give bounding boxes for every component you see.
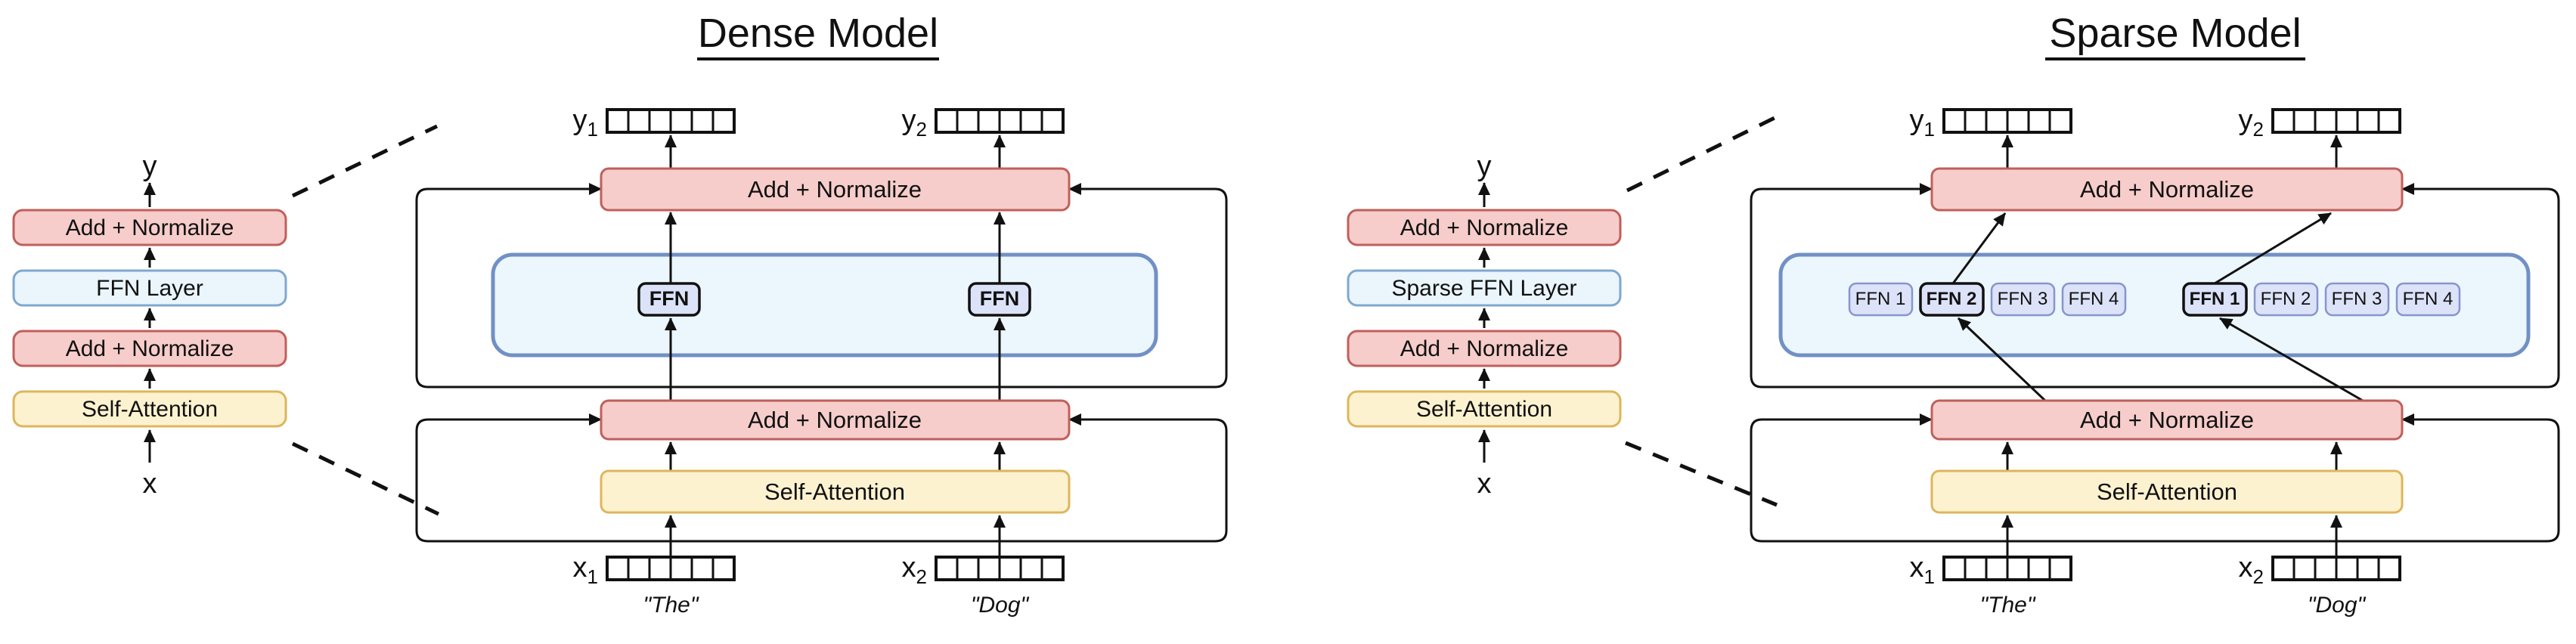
x2-label: x2 [902, 552, 927, 588]
sparse-expert-group-1: FFN 1 FFN 2 FFN 3 FFN 4 [1848, 282, 2127, 317]
expert-chip-ffn4-label: FFN 4 [2069, 289, 2119, 309]
dense-input-token-1: x1 "The" [573, 552, 736, 618]
sparse-add-normalize-top-bar [1930, 167, 2404, 212]
expert-chip-ffn1-label: FFN 1 [1855, 289, 1906, 309]
sparse-expert-group-2: FFN 1 FFN 2 FFN 3 FFN 4 [2182, 282, 2461, 317]
dense-stack-self-attention [12, 390, 287, 428]
sparse-stack-add-normalize-top [1347, 209, 1622, 246]
dense-output-token-2: y2 [902, 104, 1065, 141]
arrow-addnorm-to-expert2 [1957, 317, 2047, 402]
dense-stack-add-normalize-bottom [12, 330, 287, 367]
sparse-zoom-dashes [1625, 116, 1778, 507]
sparse-stack-self-attention [1347, 390, 1622, 428]
expert-chip-ffn2-label: FFN 2 [2261, 289, 2311, 309]
dense-add-normalize-bottom-label: Add + Normalize [748, 407, 922, 433]
sparse-stack-sparse-ffn-layer-label: Sparse FFN Layer [1391, 276, 1576, 301]
dense-self-attention-bar [600, 469, 1071, 514]
dense-ffn-chip-2-label: FFN [980, 287, 1019, 310]
expert-chip-ffn3-label: FFN 3 [1998, 289, 2048, 309]
dense-stack-add-normalize-bottom-label: Add + Normalize [66, 336, 234, 361]
x1-label: x1 [1910, 552, 1935, 588]
sparse-panel: Sparse Model FFN 1 FFN 2 FFN 3 FFN 4 [1750, 11, 2560, 618]
sparse-stack-output-label: y [1477, 150, 1492, 182]
dense-stack-input-label: x [143, 468, 157, 500]
y1-label: y1 [573, 104, 598, 141]
arrow-addnorm-to-expert1b [2219, 317, 2364, 402]
dense-ffn-chip-2 [968, 282, 1031, 317]
sparse-input-token-2: x2 "Dog" [2239, 552, 2401, 618]
word-dog: "Dog" [2308, 593, 2367, 618]
dense-ffn-chip-1-label: FFN [649, 287, 689, 310]
dense-stack-ffn-layer [12, 269, 287, 307]
sparse-skip-connection-attention [1750, 413, 2560, 543]
expert-chip-ffn2-label: FFN 2 [1927, 289, 1977, 309]
expert-chip-ffn4 [2061, 282, 2127, 317]
expert-chip-ffn2-selected [1919, 282, 1985, 317]
x2-label: x2 [2239, 552, 2264, 588]
sparse-stack-add-normalize-bottom [1347, 330, 1622, 367]
dense-add-normalize-top-bar [600, 167, 1071, 212]
dense-stack-add-normalize-top [12, 209, 287, 246]
sparse-add-normalize-bottom-bar [1930, 399, 2404, 441]
dense-stack-output-label: y [143, 150, 157, 182]
dense-self-attention-label: Self-Attention [764, 478, 905, 505]
sparse-skip-connection-ffn [1750, 183, 2560, 389]
sparse-title: Sparse Model [2049, 11, 2301, 56]
sparse-output-token-2: y2 [2239, 104, 2401, 141]
dense-stack-ffn-layer-label: FFN Layer [96, 276, 203, 301]
expert-chip-ffn1-label: FFN 1 [2190, 289, 2240, 309]
expert-chip-ffn3 [1990, 282, 2056, 317]
sparse-stack-sparse-ffn-layer [1347, 269, 1622, 307]
dense-mini-stack: y Add + Normalize FFN Layer Add + Normal… [12, 150, 287, 500]
dense-ffn-chip-1 [637, 282, 701, 317]
sparse-stack-self-attention-label: Self-Attention [1416, 397, 1552, 422]
dense-skip-connection-ffn [415, 183, 1228, 389]
dense-zoom-dashes [291, 124, 440, 516]
y2-label: y2 [902, 104, 927, 141]
word-the: "The" [1980, 593, 2036, 618]
y2-label: y2 [2239, 104, 2264, 141]
sparse-stack-add-normalize-top-label: Add + Normalize [1400, 215, 1569, 240]
word-the: "The" [643, 593, 699, 618]
dense-ffn-container [491, 252, 1158, 358]
sparse-output-token-1: y1 [1910, 104, 2072, 141]
zoom-dash-bottom [1625, 441, 1778, 507]
word-dog: "Dog" [971, 593, 1030, 618]
arrow-expert2-to-addnorm-top [1951, 212, 2007, 284]
sparse-add-normalize-top-label: Add + Normalize [2080, 176, 2254, 203]
expert-chip-ffn3-label: FFN 3 [2332, 289, 2382, 309]
sparse-stack-add-normalize-bottom-label: Add + Normalize [1400, 336, 1569, 361]
dense-skip-connection-attention [415, 413, 1228, 543]
sparse-self-attention-label: Self-Attention [2097, 478, 2237, 505]
dense-output-token-1: y1 [573, 104, 736, 141]
sparse-stack-input-label: x [1477, 468, 1492, 500]
expert-chip-ffn3 [2324, 282, 2390, 317]
expert-chip-ffn2 [2253, 282, 2319, 317]
x1-label: x1 [573, 552, 598, 588]
sparse-add-normalize-bottom-label: Add + Normalize [2080, 407, 2254, 433]
y1-label: y1 [1910, 104, 1935, 141]
expert-chip-ffn4 [2395, 282, 2461, 317]
expert-chip-ffn4-label: FFN 4 [2403, 289, 2454, 309]
dense-add-normalize-bottom-bar [600, 399, 1071, 441]
expert-chip-ffn1-selected [2182, 282, 2248, 317]
sparse-input-token-1: x1 "The" [1910, 552, 2072, 618]
sparse-mini-stack: y Add + Normalize Sparse FFN Layer Add +… [1347, 150, 1622, 500]
dense-input-token-2: x2 "Dog" [902, 552, 1065, 618]
dense-add-normalize-top-label: Add + Normalize [748, 176, 922, 203]
dense-panel: Dense Model FFN FFN Add + Normalize Add … [415, 11, 1228, 618]
dense-stack-add-normalize-top-label: Add + Normalize [66, 215, 234, 240]
sparse-self-attention-bar [1930, 469, 2404, 514]
dense-title: Dense Model [698, 11, 938, 56]
expert-chip-ffn1 [1848, 282, 1914, 317]
dense-stack-self-attention-label: Self-Attention [82, 397, 218, 422]
zoom-dash-top [1626, 116, 1776, 193]
zoom-dash-top [291, 124, 439, 198]
arrow-expert1b-to-addnorm-top [2214, 212, 2332, 285]
